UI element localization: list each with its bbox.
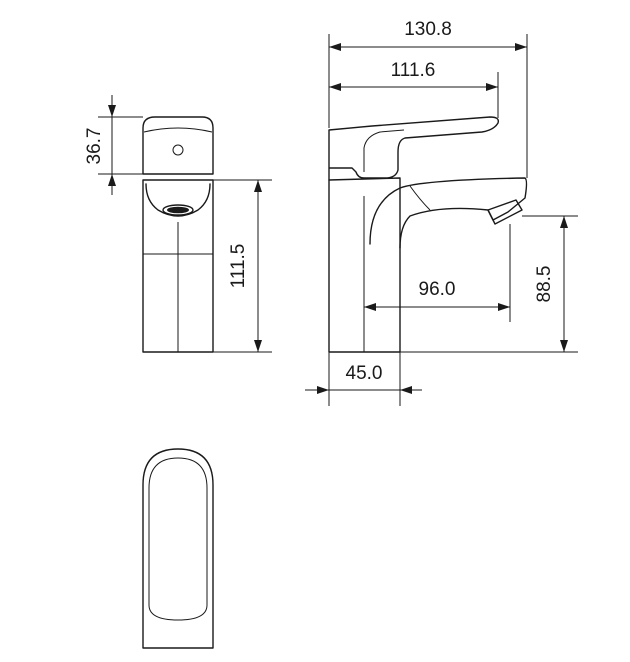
front-handle: [142, 116, 214, 175]
front-handle-band: [143, 127, 213, 133]
side-handle-detail: [363, 129, 405, 172]
top-outline: [142, 448, 214, 649]
side-body: [328, 177, 401, 353]
dim-overall-length: 130.8: [328, 19, 528, 178]
side-handle: [328, 116, 500, 181]
front-view: [142, 116, 214, 353]
dim-handle-length-label: 111.6: [391, 60, 436, 81]
dim-handle-height: 36.7: [84, 95, 143, 195]
dim-overall-length-label: 130.8: [404, 19, 452, 40]
dim-spout-height-label: 88.5: [534, 266, 555, 303]
dim-spout-reach: 96.0: [363, 224, 511, 322]
front-aerator-outer: [162, 204, 194, 216]
dim-body-height-label: 111.5: [228, 244, 249, 289]
front-aerator-inner: [167, 206, 189, 214]
side-spout: [369, 177, 528, 249]
dim-handle-length: 111.6: [329, 60, 499, 118]
top-view: [142, 448, 214, 649]
dim-spout-reach-label: 96.0: [419, 279, 456, 300]
dim-body-height: 111.5: [213, 179, 272, 353]
dim-handle-height-label: 36.7: [84, 128, 105, 165]
dim-body-width-label: 45.0: [346, 363, 383, 384]
dim-spout-height: 88.5: [400, 215, 578, 353]
side-view: [328, 116, 528, 353]
side-spout-upper: [409, 185, 431, 211]
dim-body-width: 45.0: [305, 352, 422, 406]
side-aerator: [487, 199, 523, 225]
top-inner-outline: [148, 457, 208, 621]
front-handle-screw: [172, 144, 184, 156]
front-spout-collar: [145, 183, 211, 217]
